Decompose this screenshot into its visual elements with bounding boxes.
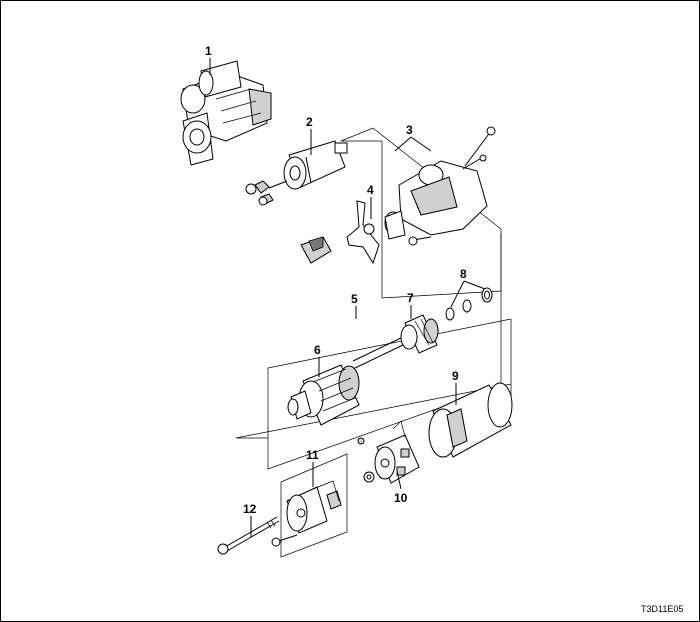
armature [287,364,360,426]
stop-rings [445,287,493,321]
callout-7: 7 [407,291,414,305]
callout-labels: 1 2 3 4 5 6 7 8 9 10 11 12 [205,44,467,516]
callout-12: 12 [243,502,257,516]
callout-11: 11 [306,448,319,462]
armature-shaft [352,336,404,370]
assembly-bracket-lines [235,127,512,558]
solenoid-switch [283,140,348,190]
callout-9: 9 [452,369,459,383]
starter-motor-assembly [180,60,272,166]
leader-lines [209,58,486,537]
through-bolt [217,516,280,555]
housing-bolts [408,126,496,246]
drive-end-housing [384,160,488,240]
end-cover [286,480,342,534]
callout-5: 5 [351,292,358,306]
figure-code: T3D11E05 [641,604,683,614]
callout-3: 3 [406,123,413,137]
brush-holder [357,420,420,484]
cover-screws [271,534,298,547]
callout-1: 1 [205,44,212,58]
callout-4: 4 [367,183,374,197]
callout-8: 8 [460,267,467,281]
callout-10: 10 [394,491,408,505]
shift-lever [346,200,380,265]
pinion-drive [400,314,439,354]
solenoid-nuts [245,180,288,206]
lever-seal [300,236,332,264]
callout-2: 2 [306,115,313,129]
field-frame [428,382,513,458]
callout-6: 6 [314,343,321,357]
